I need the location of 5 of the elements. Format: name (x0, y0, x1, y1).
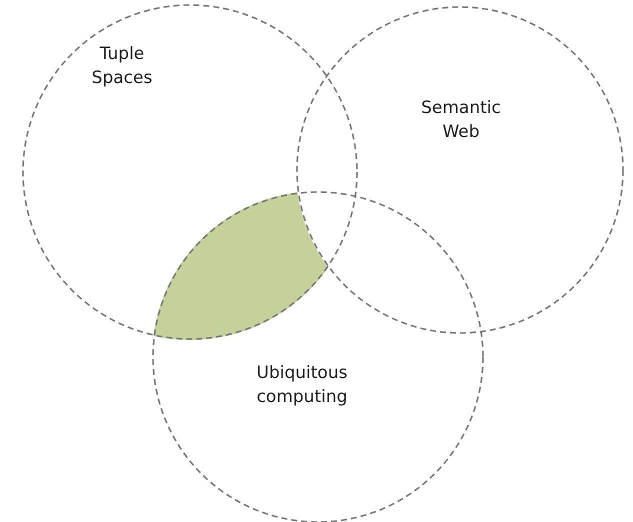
circle-label: Semantic Web (420, 97, 502, 144)
circle-label: Tuple Spaces (90, 43, 154, 90)
venn-circle (22, 4, 358, 340)
circle-label: Ubiquitous computing (256, 362, 348, 409)
venn-circle (296, 6, 624, 334)
